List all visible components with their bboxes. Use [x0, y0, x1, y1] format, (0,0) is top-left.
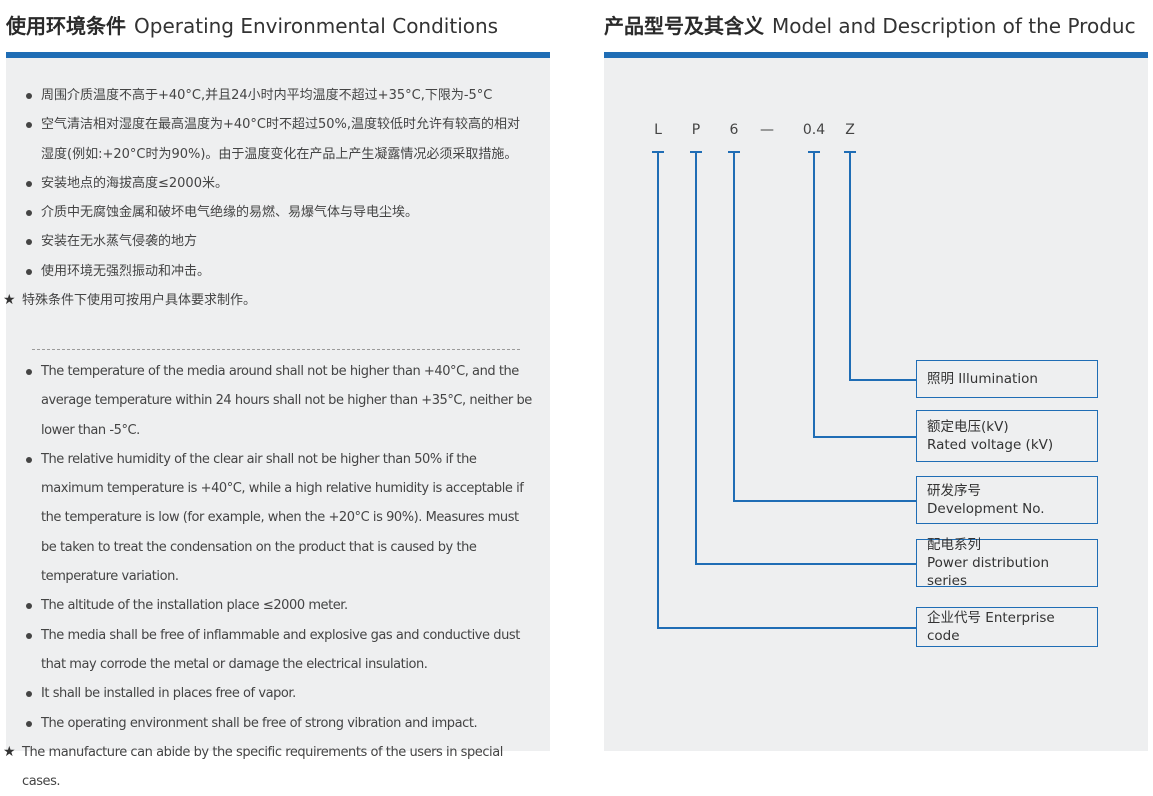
bullet-dot-icon	[26, 632, 32, 639]
model-description-box: 额定电压(kV) Rated voltage (kV)	[916, 410, 1098, 462]
connector-line	[695, 563, 916, 565]
list-item: ★ 特殊条件下使用可按用户具体要求制作。	[3, 286, 532, 315]
connector-line	[695, 152, 697, 564]
conditions-accent-bar	[6, 52, 550, 58]
description-line: Power distribution series	[927, 555, 1050, 589]
list-item: 空气清洁相对湿度在最高温度为+40°C时不超过50%,温度较低时允许有较高的相对…	[22, 110, 532, 169]
conditions-panel	[6, 58, 550, 751]
bullet-dot-icon	[26, 122, 32, 129]
model-description-box: 企业代号 Enterprise code	[916, 607, 1098, 647]
conditions-title: 使用环境条件 Operating Environmental Conditions	[6, 10, 498, 39]
connector-line	[733, 500, 916, 502]
model-code-char: 0.4	[802, 122, 826, 138]
bullet-dot-icon	[26, 210, 32, 217]
list-item-text: The temperature of the media around shal…	[41, 364, 532, 438]
description-line: 企业代号 Enterprise code	[927, 610, 1055, 644]
list-item: The operating environment shall be free …	[22, 709, 532, 738]
list-item: The temperature of the media around shal…	[22, 357, 532, 445]
model-accent-bar	[604, 52, 1148, 58]
list-item: The relative humidity of the clear air s…	[22, 445, 532, 591]
model-title-zh: 产品型号及其含义	[604, 14, 764, 38]
bullet-dot-icon	[26, 603, 32, 610]
list-item-text: The altitude of the installation place ≤…	[41, 598, 348, 614]
list-item: 介质中无腐蚀金属和破坏电气绝缘的易燃、易爆气体与导电尘埃。	[22, 198, 532, 227]
bullet-dot-icon	[26, 456, 32, 463]
list-item-text: The manufacture can abide by the specifi…	[22, 744, 503, 790]
conditions-title-zh: 使用环境条件	[6, 14, 126, 38]
model-code-char: P	[691, 122, 701, 138]
list-item-text: The media shall be free of inflammable a…	[41, 627, 520, 672]
model-code-char: L	[654, 122, 662, 138]
list-item: The media shall be free of inflammable a…	[22, 621, 532, 680]
model-panel	[604, 58, 1148, 751]
model-code-char: 6	[729, 122, 739, 138]
list-item-text: The relative humidity of the clear air s…	[41, 451, 524, 585]
model-code-char: —	[760, 122, 774, 138]
bullet-dot-icon	[26, 720, 32, 727]
bullet-dot-icon	[26, 93, 32, 99]
bullet-dot-icon	[26, 180, 32, 187]
description-line: 配电系列	[927, 537, 981, 553]
description-line: Rated voltage (kV)	[927, 437, 1054, 453]
connector-line	[657, 152, 659, 628]
list-item: It shall be installed in places free of …	[22, 679, 532, 708]
list-item: 使用环境无强烈振动和冲击。	[22, 257, 532, 286]
connector-line	[733, 152, 735, 501]
connector-line	[657, 627, 916, 629]
bullet-dot-icon	[26, 369, 32, 375]
list-item-text: 周围介质温度不高于+40°C,并且24小时内平均温度不超过+35°C,下限为-5…	[41, 88, 493, 103]
model-description-box: 研发序号 Development No.	[916, 476, 1098, 524]
description-line: 研发序号	[927, 483, 981, 499]
star-icon: ★	[3, 743, 16, 760]
list-item: The altitude of the installation place ≤…	[22, 591, 532, 620]
list-item: 安装在无水蒸气侵袭的地方	[22, 227, 532, 256]
description-line: 额定电压(kV)	[927, 419, 1009, 435]
model-code-char: Z	[845, 122, 855, 138]
list-item-text: 空气清洁相对湿度在最高温度为+40°C时不超过50%,温度较低时允许有较高的相对…	[41, 117, 521, 162]
model-description-box: 配电系列 Power distribution series	[916, 537, 1098, 589]
model-description-box: 照明 Illumination	[916, 360, 1098, 398]
section-divider	[32, 349, 520, 350]
model-title-en: Model and Description of the Produc	[772, 14, 1136, 38]
connector-line	[813, 436, 916, 438]
list-item: 安装地点的海拔高度≤2000米。	[22, 169, 532, 198]
connector-line	[849, 152, 851, 380]
list-item-text: 安装地点的海拔高度≤2000米。	[41, 175, 228, 191]
bullet-dot-icon	[26, 268, 32, 275]
star-icon: ★	[3, 292, 16, 309]
connector-line	[849, 379, 916, 381]
model-title: 产品型号及其含义 Model and Description of the Pro…	[604, 10, 1136, 39]
list-item-text: 安装在无水蒸气侵袭的地方	[41, 234, 198, 250]
list-item-text: 使用环境无强烈振动和冲击。	[41, 263, 211, 279]
list-item-text: It shall be installed in places free of …	[41, 686, 296, 702]
description-line: 照明 Illumination	[927, 371, 1038, 387]
list-item-text: 介质中无腐蚀金属和破坏电气绝缘的易燃、易爆气体与导电尘埃。	[41, 205, 419, 221]
conditions-title-en: Operating Environmental Conditions	[134, 14, 499, 38]
list-item: ★ The manufacture can abide by the specif…	[3, 738, 532, 796]
bullet-dot-icon	[26, 691, 32, 698]
connector-line	[813, 152, 815, 437]
list-item: 周围介质温度不高于+40°C,并且24小时内平均温度不超过+35°C,下限为-5…	[22, 81, 532, 110]
conditions-list-en: The temperature of the media around shal…	[3, 357, 532, 796]
bullet-dot-icon	[26, 239, 32, 246]
conditions-list-zh: 周围介质温度不高于+40°C,并且24小时内平均温度不超过+35°C,下限为-5…	[3, 81, 532, 315]
description-line: Development No.	[927, 501, 1045, 517]
list-item-text: The operating environment shall be free …	[41, 715, 478, 731]
list-item-text: 特殊条件下使用可按用户具体要求制作。	[22, 293, 257, 309]
